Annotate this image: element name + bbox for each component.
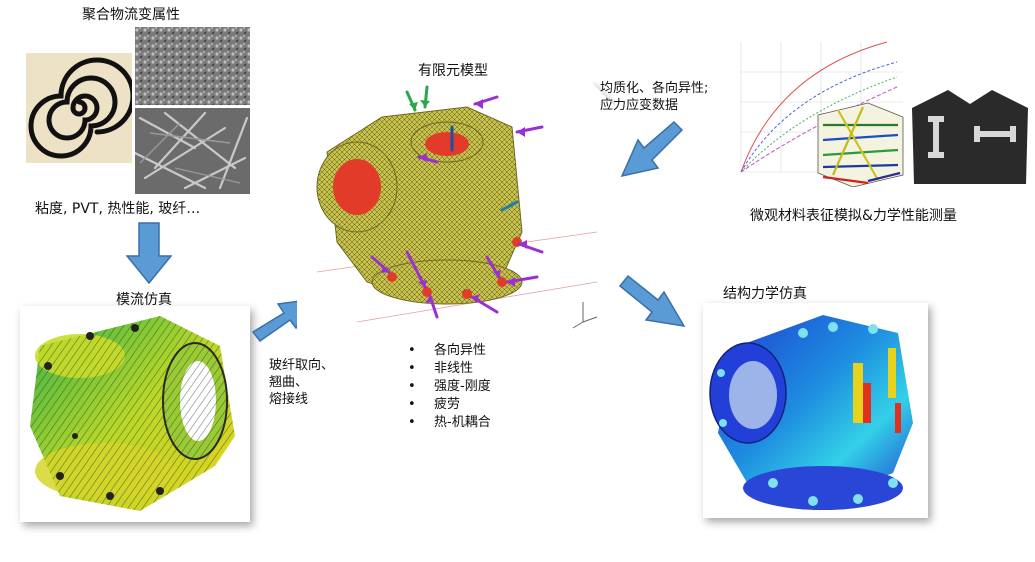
- block-arrow-down-left-icon: [618, 120, 686, 184]
- fea-bullet-item: 疲劳: [406, 396, 491, 414]
- polymer-title: 聚合物流变属性: [82, 4, 180, 24]
- fea-bullets: 各向异性 非线性 强度-刚度 疲劳 热-机耦合: [406, 342, 491, 432]
- fiber-info-text: 玻纤取向、 翘曲、 熔接线: [269, 357, 334, 408]
- micro-cube-image: [808, 95, 908, 187]
- block-arrow-down-icon: [126, 222, 172, 288]
- homog-line: 应力应变数据: [600, 97, 708, 114]
- block-arrow-down-right-icon: [616, 272, 688, 336]
- fiber-info-line: 玻纤取向、: [269, 357, 334, 374]
- fiber-coil-photo: [26, 53, 132, 163]
- micro-caption: 微观材料表征模拟&力学性能测量: [750, 205, 957, 225]
- moldflow-image: [20, 306, 250, 522]
- fea-bullet-item: 热-机耦合: [406, 414, 491, 432]
- homog-text: 均质化、各向异性; 应力应变数据: [600, 80, 708, 114]
- fea-bullet-item: 各向异性: [406, 342, 491, 360]
- sem-image-bottom: [135, 108, 250, 194]
- fea-bullet-item: 强度-刚度: [406, 378, 491, 396]
- fiber-info-line: 翘曲、: [269, 374, 334, 391]
- structural-title: 结构力学仿真: [723, 283, 807, 303]
- tensile-specimen-photo: [908, 86, 1032, 188]
- homog-line: 均质化、各向异性;: [600, 80, 708, 97]
- fiber-info-line: 熔接线: [269, 391, 334, 408]
- structural-image: [703, 303, 928, 518]
- polymer-caption: 粘度, PVT, 热性能, 玻纤…: [35, 198, 200, 218]
- fea-title: 有限元模型: [418, 60, 488, 80]
- fea-model-frame: [297, 82, 615, 338]
- sem-image-top: [135, 27, 250, 105]
- fea-bullet-item: 非线性: [406, 360, 491, 378]
